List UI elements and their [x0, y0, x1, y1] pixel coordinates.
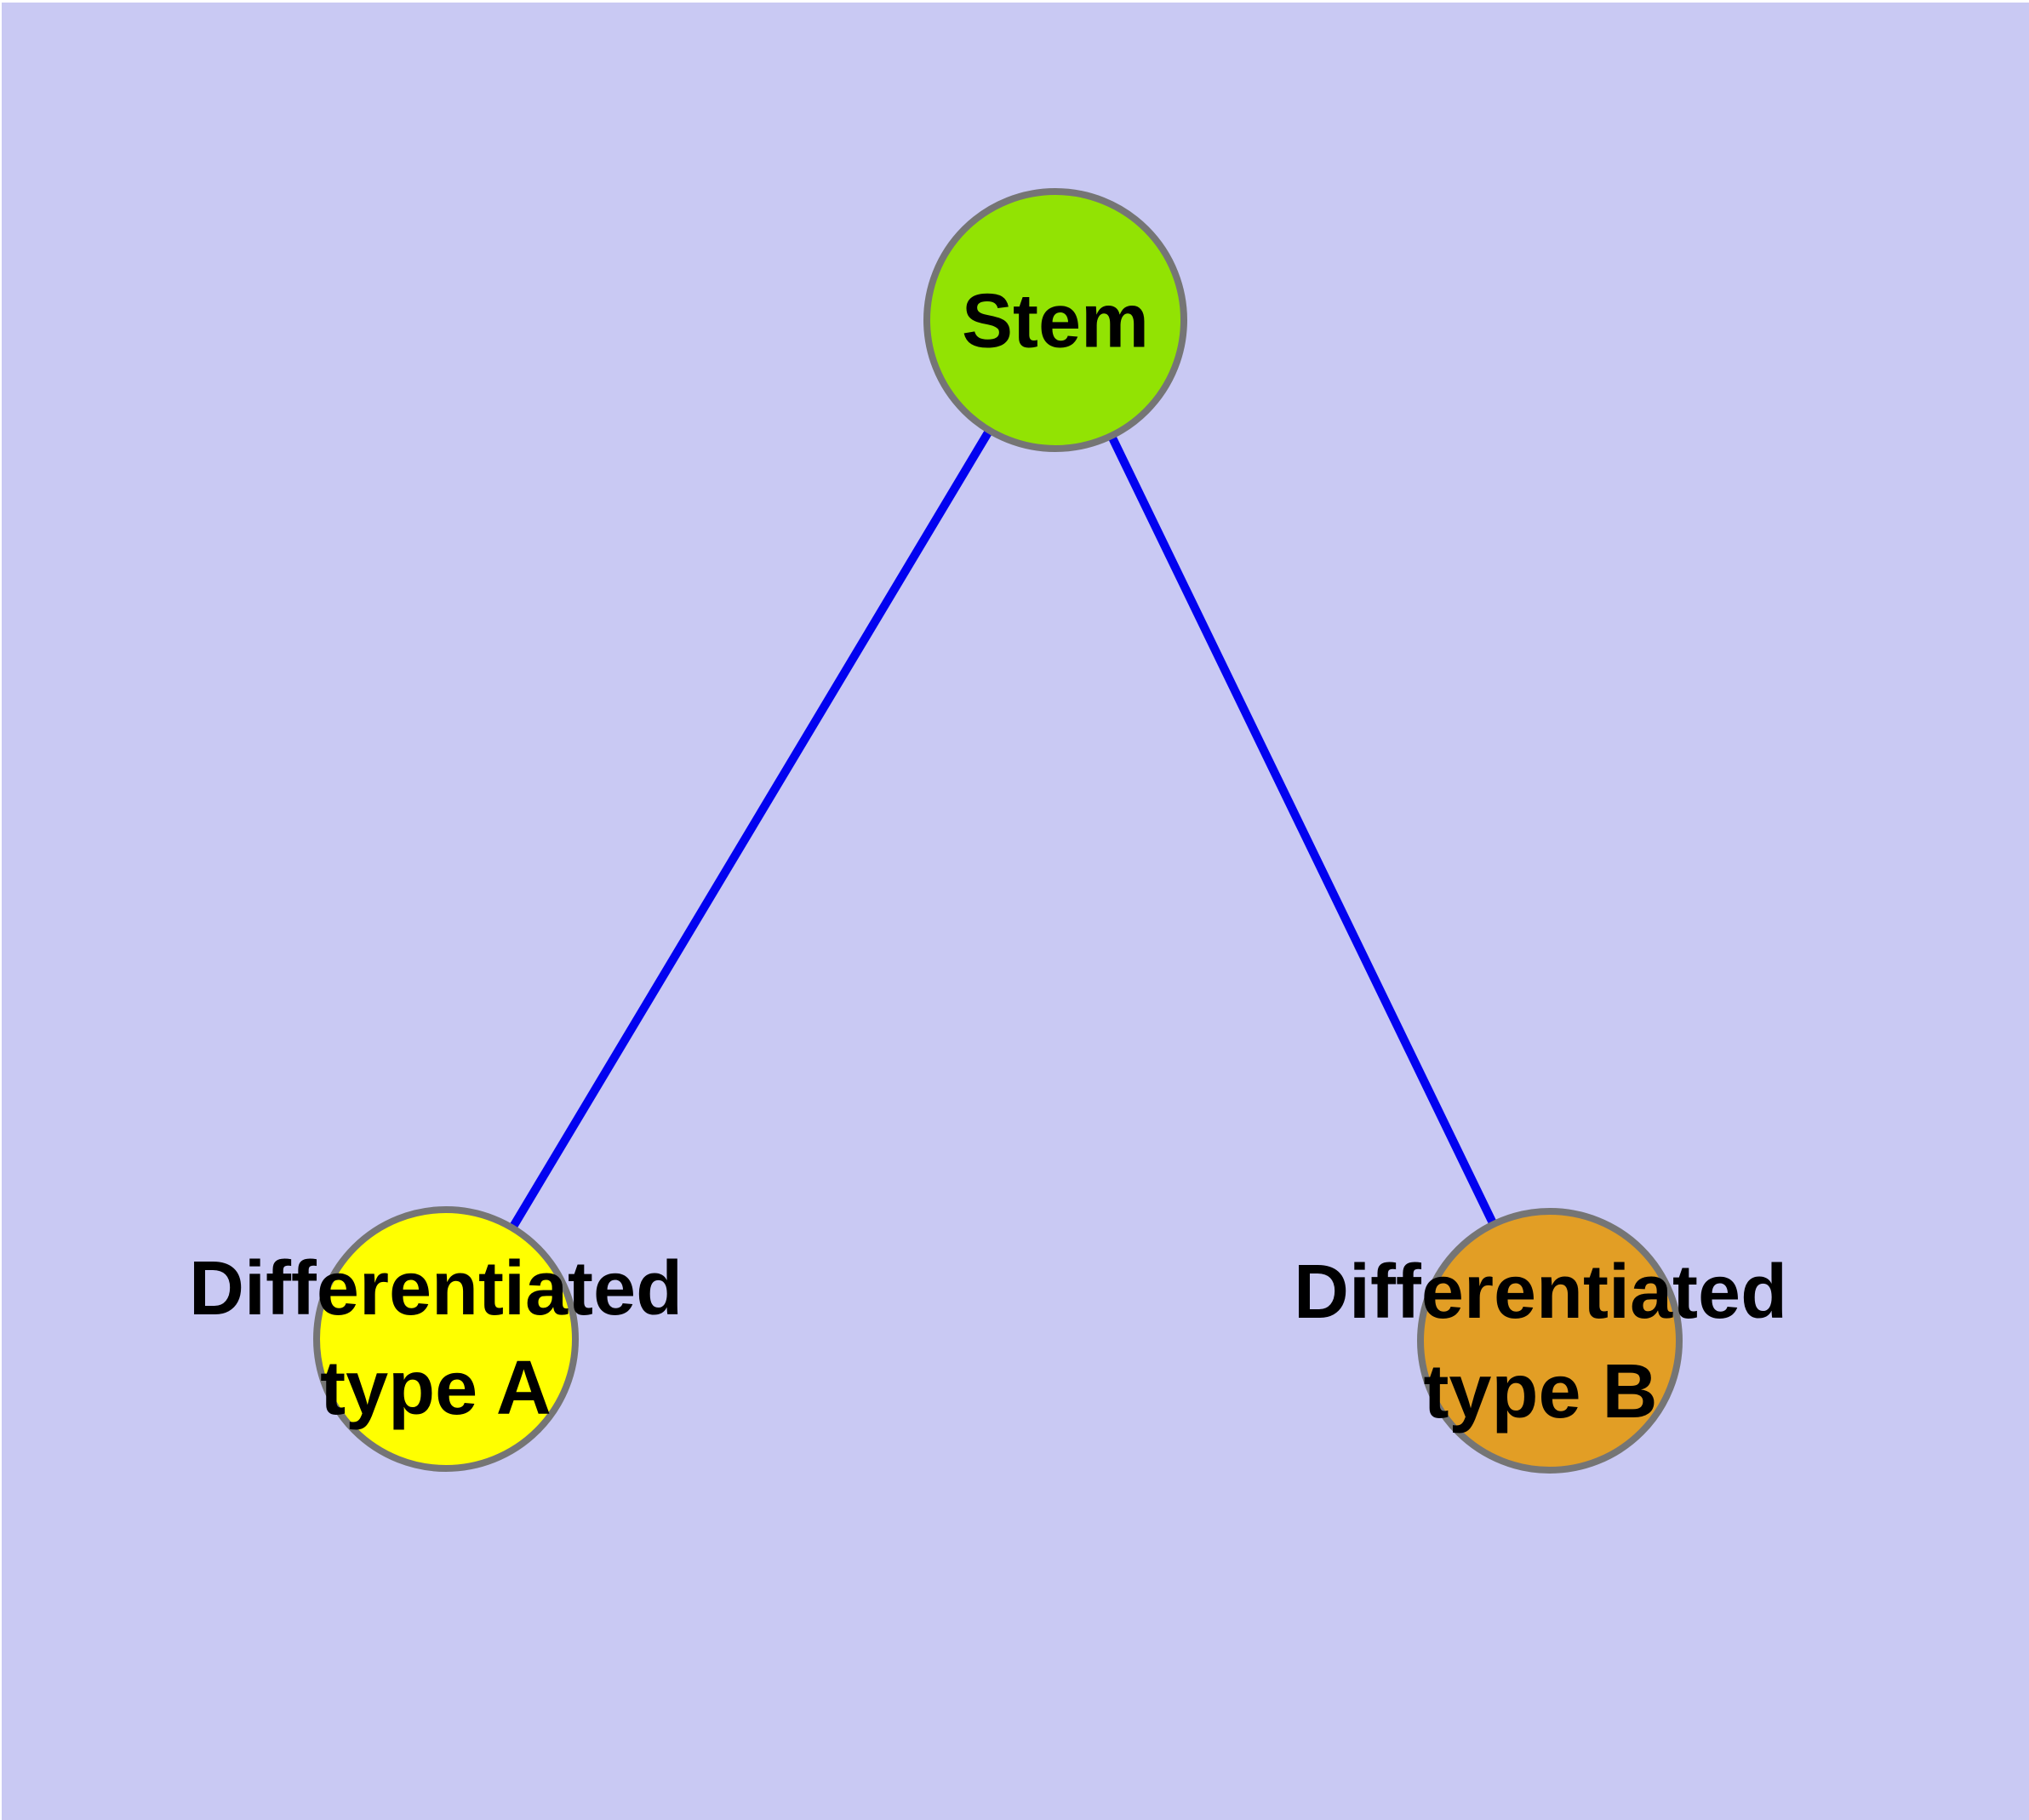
node-stem-circle	[923, 188, 1187, 452]
node-type-b-label-line1: Differentiated	[1293, 1250, 1788, 1335]
edge-stem-to-type-a	[442, 318, 1060, 1342]
node-type-a-label-line1: Differentiated	[188, 1246, 683, 1331]
node-type-a-label-line2: type A	[320, 1346, 552, 1431]
node-differentiated-type-a-label: Differentiated type A	[189, 1239, 683, 1439]
edge-stem-to-type-b	[1051, 318, 1554, 1343]
node-stem-label: Stem	[962, 272, 1149, 372]
node-differentiated-type-b-label: Differentiated type B	[1294, 1243, 1787, 1442]
graph-svg	[2, 3, 2029, 1820]
node-differentiated-type-a-circle	[313, 1206, 579, 1472]
node-differentiated-type-b-circle	[1417, 1208, 1683, 1474]
node-stem-label-line1: Stem	[961, 278, 1150, 364]
node-type-b-label-line2: type B	[1423, 1349, 1658, 1434]
